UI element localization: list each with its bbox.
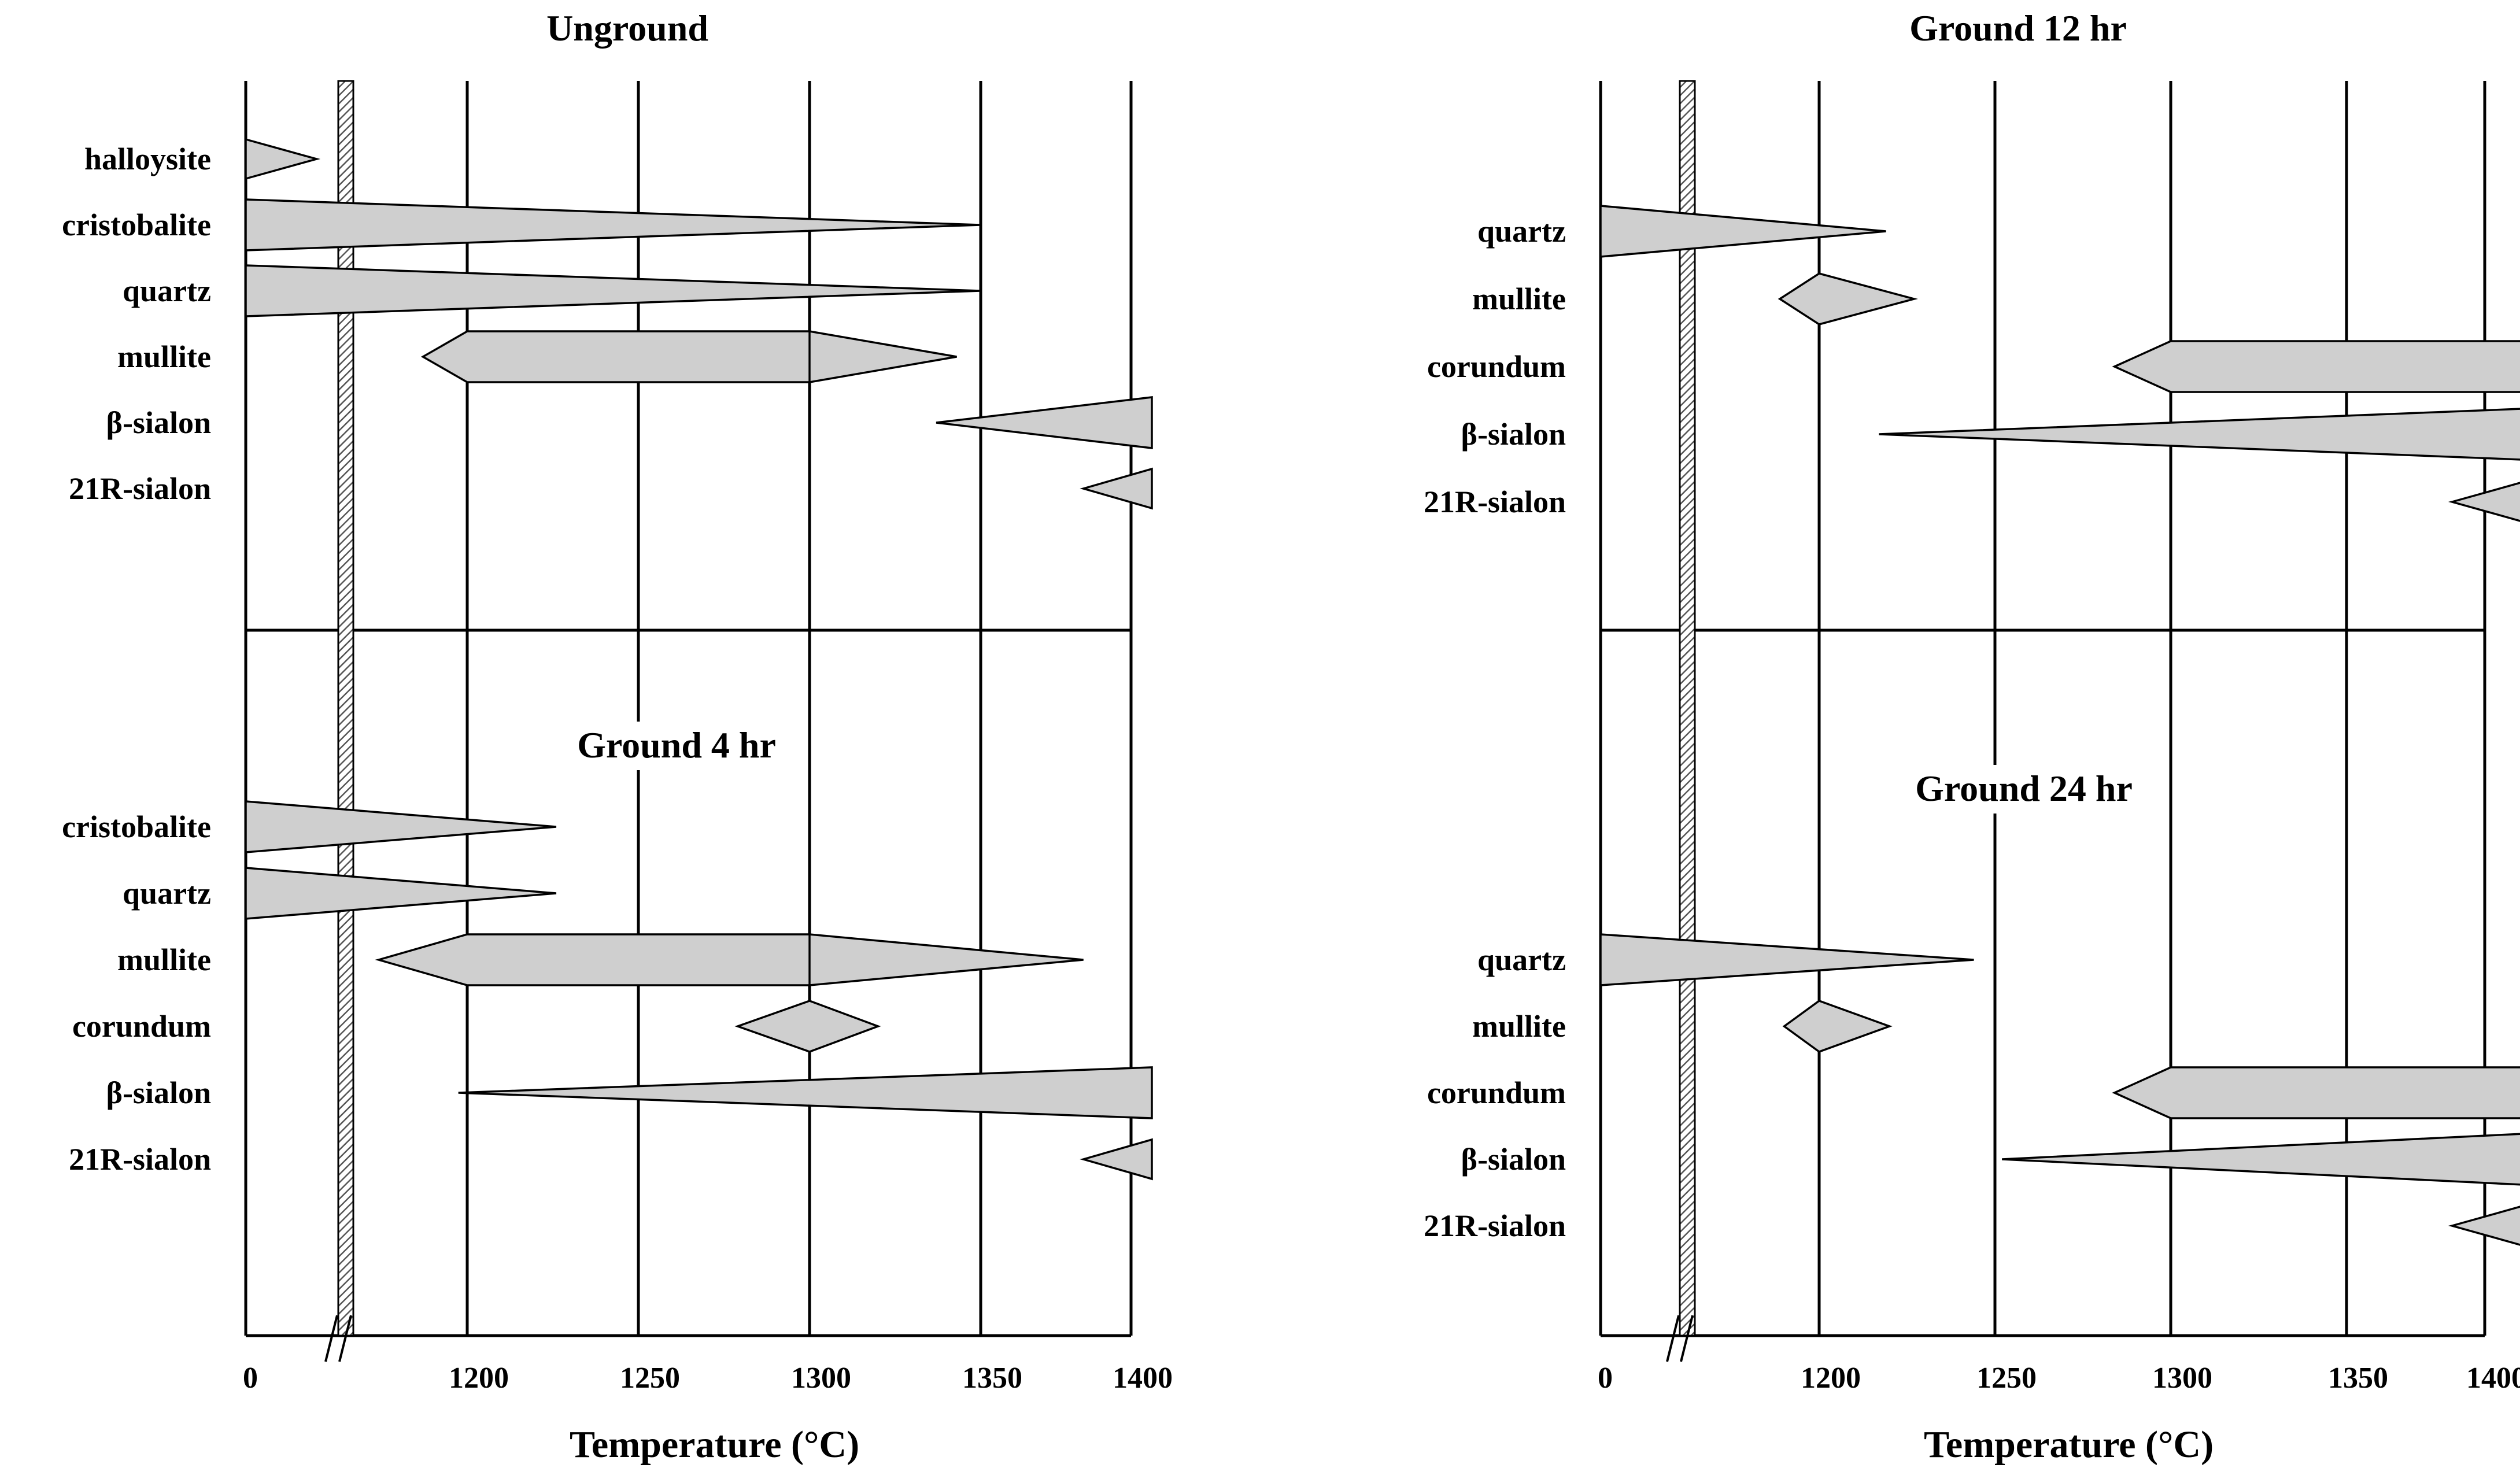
- phase-label: 21R-sialon: [69, 1142, 211, 1177]
- phase-label: β-sialon: [1461, 417, 1566, 452]
- phase-label: mullite: [1472, 1009, 1566, 1044]
- panel-title-bg: [1895, 5, 2141, 53]
- phase-mark-21r-sialon: [2448, 482, 2520, 522]
- phase-label: quartz: [123, 876, 211, 911]
- phase-label: β-sialon: [1461, 1142, 1566, 1177]
- phase-mark-21r-sialon: [2448, 1206, 2520, 1246]
- phase-label: quartz: [123, 273, 211, 308]
- phase-label: 21R-sialon: [1424, 1208, 1566, 1243]
- phase-mark-cristobalite: [245, 800, 557, 853]
- phase-mark-21r-sialon: [1080, 1138, 1153, 1181]
- axis-break-mark: [338, 1315, 352, 1362]
- phase-label: 21R-sialon: [1424, 485, 1566, 519]
- x-tick-label: 0: [1598, 1362, 1613, 1395]
- phase-mark-cristobalite: [245, 198, 981, 252]
- phase-mark--sialon: [936, 396, 1153, 449]
- x-tick-label: 1250: [1976, 1362, 2037, 1395]
- x-axis-title: Temperature (°C): [1924, 1423, 2214, 1466]
- phase-mark-21r-sialon: [1080, 467, 1153, 510]
- phase-mark-mullite: [420, 330, 957, 383]
- phase-label: corundum: [1427, 349, 1566, 384]
- phase-mark--sialon: [2002, 1133, 2520, 1186]
- panel-title-bg: [563, 722, 790, 770]
- phase-mark-quartz: [245, 867, 557, 920]
- panel-title: Unground: [546, 8, 708, 49]
- phase-label: corundum: [72, 1009, 211, 1044]
- phase-mark-corundum: [2112, 340, 2520, 393]
- panel-title: Ground 4 hr: [577, 724, 776, 766]
- x-tick-label: 1300: [2152, 1362, 2212, 1395]
- phase-mark-quartz: [1599, 933, 1974, 986]
- axis-break-band: [1679, 80, 1696, 1337]
- phase-mark--sialon: [1879, 408, 2520, 461]
- axis-break-mark: [324, 1315, 338, 1362]
- phase-label: cristobalite: [62, 208, 211, 242]
- phase-mark-halloysite: [245, 138, 321, 180]
- x-tick-label: 1350: [962, 1362, 1022, 1395]
- phase-mark-quartz: [245, 264, 981, 317]
- x-tick-label: 1200: [449, 1362, 509, 1395]
- axis-break-mark: [1666, 1315, 1680, 1362]
- x-tick-label: 1200: [1801, 1362, 1861, 1395]
- phase-mark-mullite: [1782, 1000, 1893, 1053]
- x-tick-label: 1400: [2466, 1362, 2520, 1395]
- phase-label: mullite: [117, 339, 211, 374]
- x-tick-label: 1300: [791, 1362, 851, 1395]
- phase-mark--sialon: [458, 1066, 1153, 1119]
- panel-title: Ground 12 hr: [1909, 8, 2127, 49]
- phase-label: 21R-sialon: [69, 471, 211, 506]
- x-axis-title: Temperature (°C): [570, 1423, 859, 1466]
- phase-label: corundum: [1427, 1075, 1566, 1110]
- panel-title: Ground 24 hr: [1915, 768, 2133, 809]
- axis-break-mark: [1680, 1315, 1694, 1362]
- phase-mark-mullite: [1778, 272, 1918, 326]
- phase-mark-corundum: [2112, 1066, 2520, 1119]
- phase-label: β-sialon: [106, 1075, 212, 1110]
- phase-mark-corundum: [734, 1000, 881, 1053]
- phase-label: quartz: [1477, 214, 1566, 249]
- x-tick-label: 1400: [1113, 1362, 1173, 1395]
- phase-label: mullite: [117, 942, 211, 977]
- panel-title-bg: [1901, 765, 2146, 814]
- phase-label: halloysite: [84, 142, 211, 176]
- phase-label: quartz: [1477, 942, 1566, 977]
- x-tick-label: 1250: [620, 1362, 680, 1395]
- x-tick-label: 1350: [2328, 1362, 2388, 1395]
- phase-label: β-sialon: [106, 405, 212, 440]
- phase-label: cristobalite: [62, 809, 211, 844]
- phase-label: mullite: [1472, 282, 1566, 316]
- phase-mark-mullite: [375, 933, 1084, 986]
- panel-title-bg: [542, 5, 713, 53]
- phase-mark-quartz: [1599, 205, 1886, 258]
- x-tick-label: 0: [243, 1362, 258, 1395]
